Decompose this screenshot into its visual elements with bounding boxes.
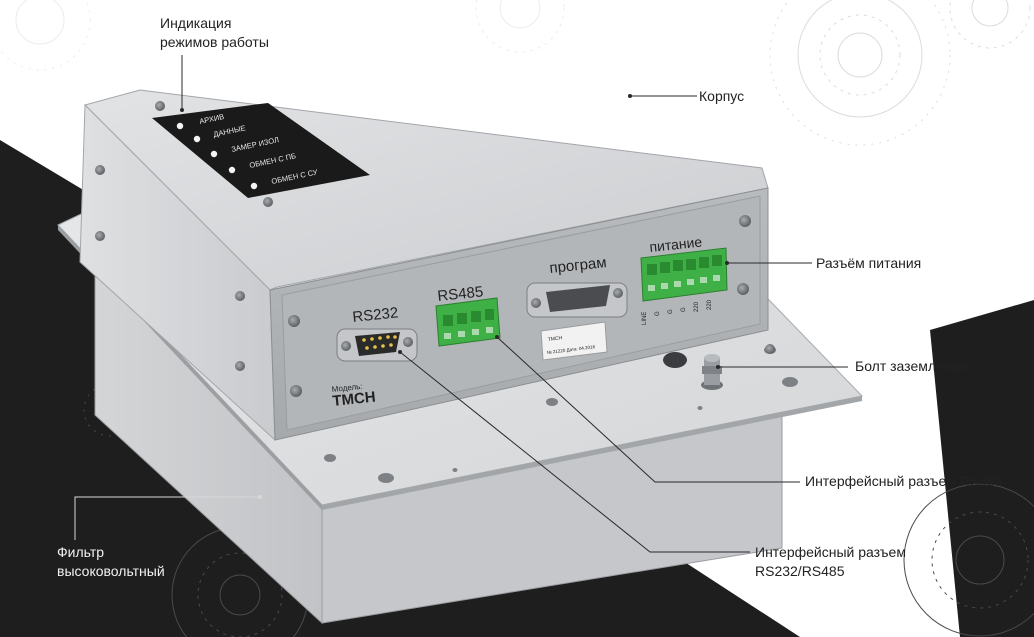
led-panel-background xyxy=(152,103,370,198)
led-indicators xyxy=(176,122,258,190)
callout-rs485-connector: Интерфейсный разъем RS485 xyxy=(805,473,1003,489)
rs485-terminal-block xyxy=(435,297,501,347)
rs232-label: RS232 xyxy=(352,304,399,326)
power-pin-label: 220 xyxy=(694,301,700,312)
callout-rs232-connector: Интерфейсный разъем RS232/RS485 xyxy=(755,543,906,581)
sticker-line-2: № 21220 Дата: 04.2016 xyxy=(547,344,596,355)
callout-ground-bolt: Болт заземления xyxy=(855,358,967,374)
program-label: програм xyxy=(549,254,608,277)
callout-line-filter xyxy=(74,495,262,540)
callout-rs232-line2: RS232/RS485 xyxy=(755,563,845,579)
sticker-line-1: ТМСН xyxy=(548,335,563,343)
callout-mode-indication-line1: Индикация xyxy=(160,15,232,31)
model-name: ТМСН xyxy=(332,389,377,410)
callout-mode-indication: Индикация режимов работы xyxy=(160,14,269,52)
power-pin-label: G xyxy=(668,309,674,314)
callout-hv-filter-line1: Фильтр xyxy=(57,544,105,560)
ground-bolt xyxy=(701,354,723,390)
power-pin-label: LINE xyxy=(642,312,648,325)
callout-rs232-line1: Интерфейсный разъем xyxy=(755,544,906,560)
program-db-connector xyxy=(526,282,628,318)
callout-hv-filter: Фильтр высоковольтный xyxy=(57,543,165,581)
leader-rs485 xyxy=(496,336,800,483)
rs232-db9-connector xyxy=(336,328,418,362)
power-pin-labels: LINE G G G 220 220 xyxy=(642,299,713,325)
callout-lines xyxy=(181,55,848,553)
housing-front-bezel xyxy=(281,195,761,431)
callout-dots xyxy=(180,94,729,369)
device-sticker: ТМСН № 21220 Дата: 04.2016 xyxy=(540,321,608,361)
power-label: питание xyxy=(649,234,703,255)
callout-power-connector: Разъём питания xyxy=(816,255,922,271)
housing-screws xyxy=(95,101,775,397)
mounting-plate-front-edge xyxy=(322,396,862,510)
callout-housing: Корпус xyxy=(699,88,745,104)
callout-mode-indication-line2: режимов работы xyxy=(160,34,269,50)
rs485-label: RS485 xyxy=(437,283,484,305)
power-terminal-block xyxy=(640,247,728,302)
power-pin-label: 220 xyxy=(707,299,713,310)
model-caption: Модель: xyxy=(331,382,363,394)
background-dark-corner xyxy=(930,300,1034,637)
leader-hv-filter xyxy=(74,496,260,540)
power-pin-label: G xyxy=(655,311,661,316)
power-pin-label: G xyxy=(681,307,687,312)
callout-hv-filter-line2: высоковольтный xyxy=(57,563,165,579)
leader-rs232 xyxy=(399,351,750,553)
